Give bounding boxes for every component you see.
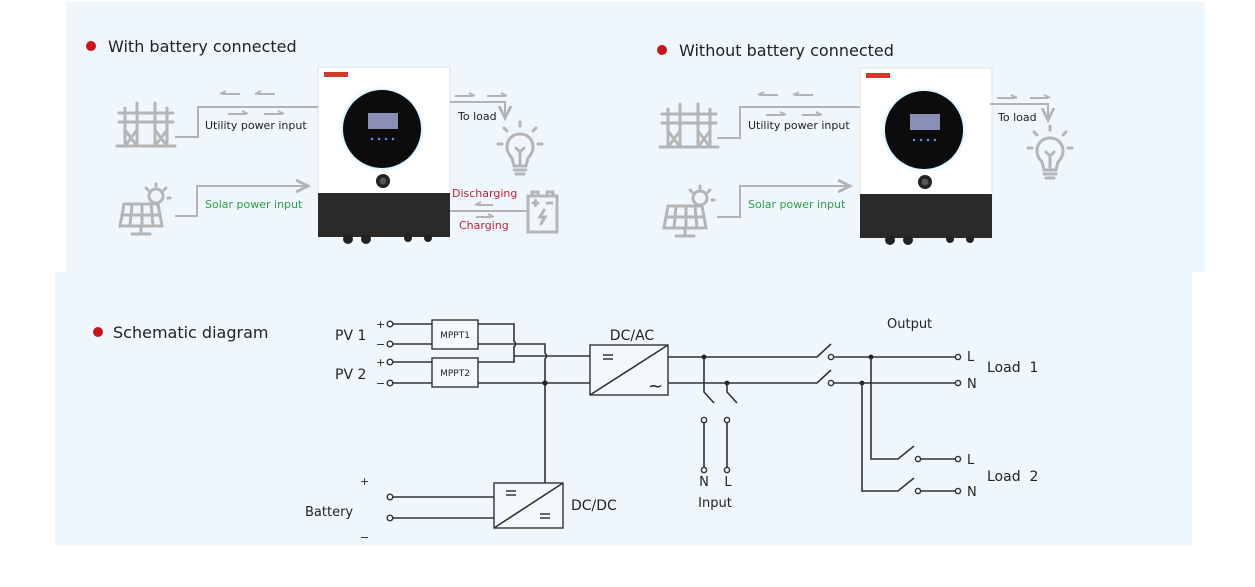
load2-l-label: L <box>967 453 975 468</box>
dcdc-label: DC/DC <box>571 498 617 514</box>
section-heading: Schematic diagram <box>113 323 268 342</box>
utility-label: Utility power input <box>748 119 850 132</box>
mppt2-box <box>431 357 479 388</box>
top-panel <box>66 2 1205 272</box>
battery-label: Battery <box>305 505 353 520</box>
load2-n-label: N <box>967 485 977 500</box>
mppt2-label: MPPT2 <box>440 369 470 379</box>
mppt1-box <box>431 319 479 350</box>
utility-label: Utility power input <box>205 119 307 132</box>
plus-sign: + <box>376 318 385 331</box>
pv1-label: PV 1 <box>335 328 366 344</box>
inverter-image <box>317 66 451 245</box>
input-n-label: N <box>699 475 709 490</box>
minus-sign: − <box>376 338 385 351</box>
load1-n-label: N <box>967 377 977 392</box>
discharging-label: Discharging <box>452 187 517 200</box>
bullet-icon <box>93 327 103 337</box>
without-battery-section: Without battery connected Utility power … <box>657 41 1074 246</box>
with-battery-section: With battery connected Utility power inp… <box>86 37 559 245</box>
load1-label: Load 1 <box>987 360 1038 376</box>
dcac-label: DC/AC <box>610 328 655 344</box>
battery-plus: + <box>360 475 369 488</box>
input-label: Input <box>698 496 732 511</box>
pv2-label: PV 2 <box>335 367 366 383</box>
solar-label: Solar power input <box>748 198 846 211</box>
bullet-icon <box>86 41 96 51</box>
ac-symbol: ~ <box>648 376 663 397</box>
solar-label: Solar power input <box>205 198 303 211</box>
minus-sign: − <box>376 377 385 390</box>
to-load-label: To load <box>457 110 497 123</box>
load1-l-label: L <box>967 350 975 365</box>
battery-icon <box>526 190 559 234</box>
plus-sign: + <box>376 356 385 369</box>
battery-minus: − <box>360 531 369 544</box>
bullet-icon <box>657 45 667 55</box>
mppt1-label: MPPT1 <box>440 331 470 341</box>
output-label: Output <box>887 317 932 332</box>
load2-label: Load 2 <box>987 469 1038 485</box>
section-heading: With battery connected <box>108 37 297 56</box>
schematic-panel <box>55 272 1192 545</box>
inverter-image <box>859 67 993 246</box>
to-load-label: To load <box>997 111 1037 124</box>
input-l-label: L <box>724 475 732 490</box>
section-heading: Without battery connected <box>679 41 894 60</box>
charging-label: Charging <box>459 219 509 232</box>
schematic-diagram: Schematic diagram PV 1 PV 2 + − + − MPPT… <box>93 317 1038 544</box>
